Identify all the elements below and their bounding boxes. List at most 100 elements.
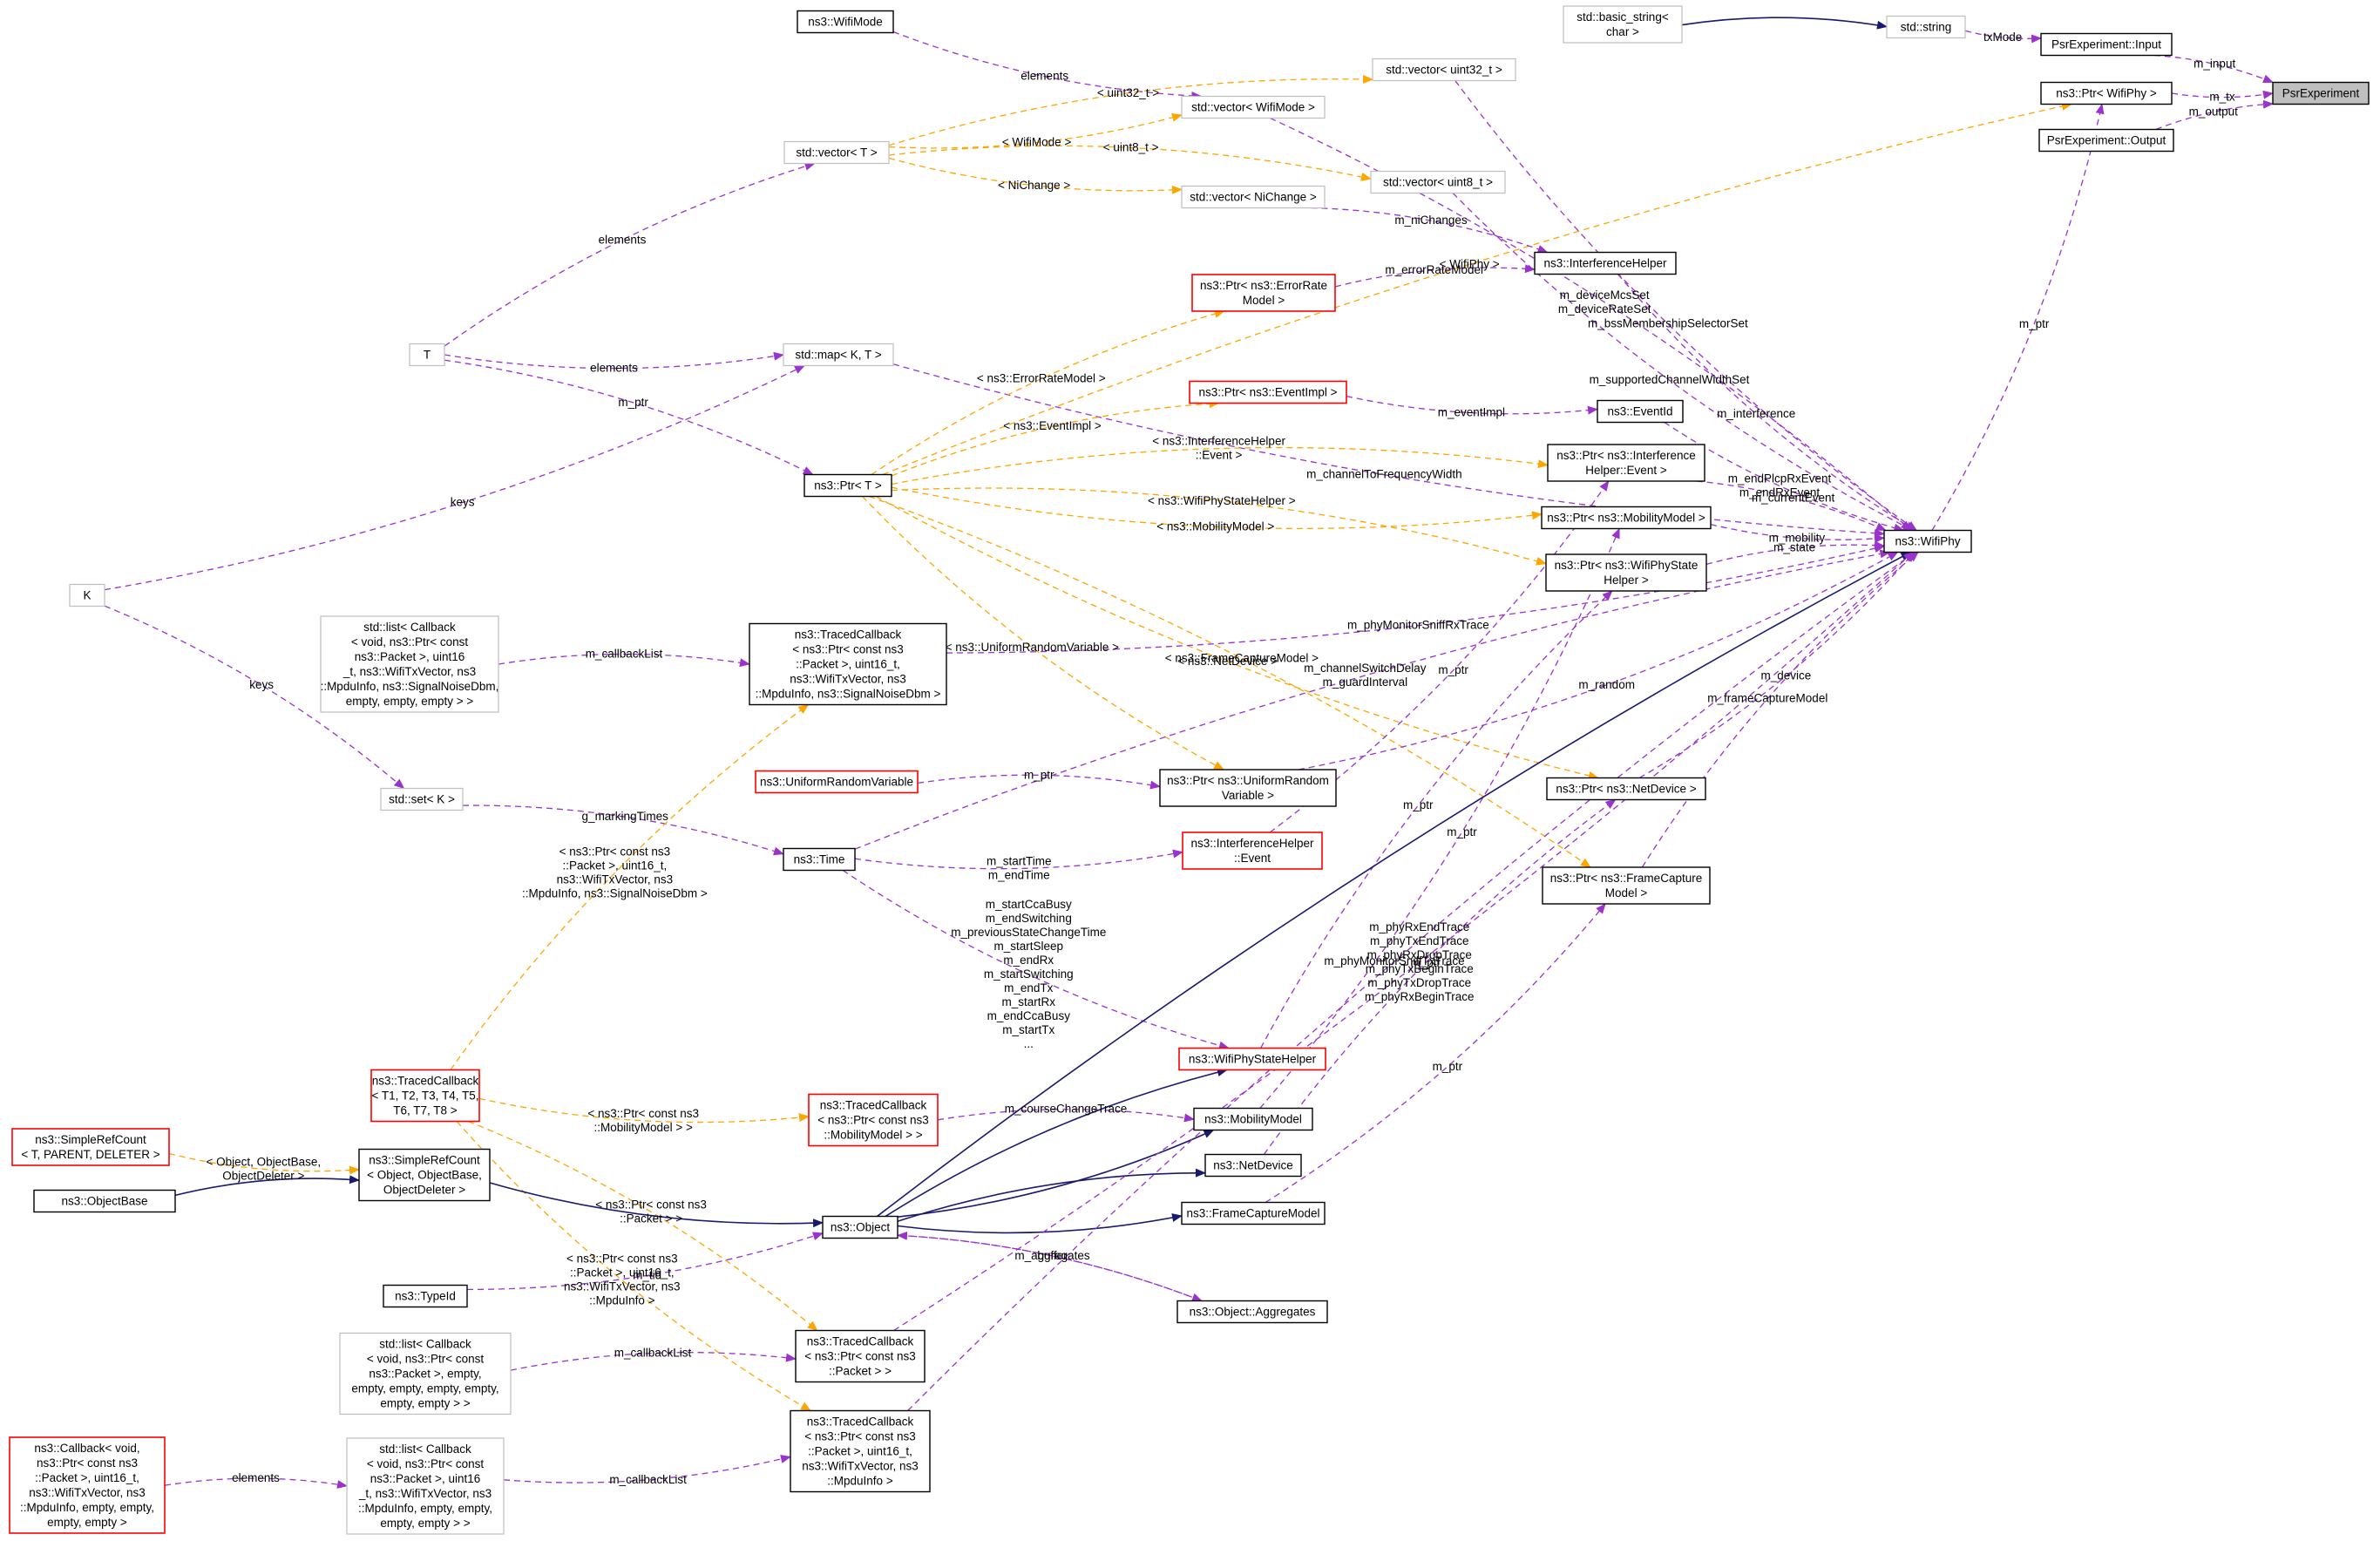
class-node-vecuint8[interactable]: std::vector< uint8_t > (1370, 170, 1506, 194)
class-node-vecnichange[interactable]: std::vector< NiChange > (1181, 185, 1326, 209)
class-name-line: std::set< K > (389, 793, 455, 806)
edge-label-line: m_endTx (1004, 981, 1054, 995)
class-node-ptrwifiphy[interactable]: ns3::Ptr< WifiPhy > (2040, 81, 2173, 105)
class-node-ptrframecap[interactable]: ns3::Ptr< ns3::FrameCaptureModel > (1542, 866, 1711, 905)
class-node-K[interactable]: K (69, 583, 105, 608)
edge-label: < NiChange > (998, 179, 1070, 192)
class-node-ptrstatehelper[interactable]: ns3::Ptr< ns3::WifiPhyStateHelper > (1545, 553, 1707, 592)
class-node-ptrinterfevent[interactable]: ns3::Ptr< ns3::InterferenceHelper::Event… (1547, 444, 1705, 482)
class-name-line: ns3::Packet >, empty, (369, 1368, 481, 1381)
class-node-simplerefobj[interactable]: ns3::SimpleRefCount< Object, ObjectBase,… (358, 1148, 491, 1202)
class-node-basicstring[interactable]: std::basic_string<char > (1563, 5, 1683, 44)
class-node-listcb3[interactable]: std::list< Callback< void, ns3::Ptr< con… (346, 1437, 505, 1535)
class-node-psr[interactable]: PsrExperiment (2272, 81, 2370, 105)
edge-label-line: keys (451, 496, 475, 509)
edge-label: m_channelToFrequencyWidth (1306, 468, 1462, 481)
edge-composition (892, 363, 1885, 538)
class-node-output[interactable]: PsrExperiment::Output (2038, 128, 2174, 153)
edge-composition (1710, 523, 1885, 543)
class-name-line: ns3::Object::Aggregates (1190, 1306, 1316, 1319)
class-box (783, 343, 894, 367)
class-node-ptruniform[interactable]: ns3::Ptr< ns3::UniformRandomVariable > (1159, 769, 1337, 807)
class-node-callbackmpdu[interactable]: ns3::Callback< void,ns3::Ptr< const ns3:… (9, 1436, 166, 1534)
edge-composition (842, 869, 1230, 1050)
class-node-wifimode[interactable]: ns3::WifiMode (797, 10, 894, 34)
class-node-T[interactable]: T (409, 343, 445, 367)
class-node-tcmobility[interactable]: ns3::TracedCallback< ns3::Ptr< const ns3… (808, 1093, 939, 1147)
class-box (2040, 81, 2173, 105)
class-box (1191, 274, 1336, 312)
class-node-statehelper[interactable]: ns3::WifiPhyStateHelper (1178, 1047, 1326, 1071)
class-node-eventid[interactable]: ns3::EventId (1597, 399, 1684, 424)
edge-label-line: m_callbackList (586, 648, 663, 661)
class-name-line: ns3::WifiTxVector, ns3 (29, 1486, 146, 1499)
class-box (33, 1189, 176, 1213)
class-name-line: ns3::Packet >, uint16 (370, 1472, 480, 1485)
class-node-interfevent[interactable]: ns3::InterferenceHelper::Event (1182, 832, 1323, 870)
class-box (1886, 15, 1966, 39)
class-node-framecap[interactable]: ns3::FrameCaptureModel (1181, 1201, 1326, 1225)
class-box (795, 1329, 926, 1383)
edge-inheritance (897, 1168, 1206, 1222)
class-node-aggregates[interactable]: ns3::Object::Aggregates (1176, 1300, 1328, 1324)
class-node-netdevice[interactable]: ns3::NetDevice (1204, 1153, 1302, 1178)
edge-composition (1334, 264, 1536, 288)
class-node-vecwifimode[interactable]: std::vector< WifiMode > (1181, 95, 1326, 119)
edge-template (871, 309, 1225, 476)
class-name-line: < ns3::Ptr< const ns3 (804, 1430, 916, 1443)
class-node-stdstring[interactable]: std::string (1886, 15, 1966, 39)
class-node-setK[interactable]: std::set< K > (380, 787, 464, 811)
edge-template (891, 487, 1547, 566)
edge-template (467, 1120, 818, 1332)
class-box (346, 1437, 505, 1535)
edge-label: m_output (2189, 105, 2239, 118)
class-node-object[interactable]: ns3::Object (822, 1215, 898, 1239)
edge-composition (946, 544, 1885, 654)
class-node-listcb2[interactable]: std::list< Callback< void, ns3::Ptr< con… (339, 1332, 512, 1415)
class-node-ptrT[interactable]: ns3::Ptr< T > (804, 473, 892, 498)
class-node-simplerefcount[interactable]: ns3::SimpleRefCount< T, PARENT, DELETER … (11, 1128, 170, 1166)
edge-label-line: m_startCcaBusy (986, 898, 1072, 911)
class-name-line: ns3::Ptr< ns3::UniformRandom (1167, 774, 1329, 787)
edge-composition (907, 551, 1916, 1411)
class-node-wifiphy[interactable]: ns3::WifiPhy (1883, 529, 1972, 553)
class-node-listcb1[interactable]: std::list< Callback< void, ns3::Ptr< con… (320, 615, 499, 713)
class-box (783, 847, 856, 872)
edge-label-line: elements (1020, 70, 1068, 83)
edge-label-line: m_ptr (1438, 663, 1468, 676)
class-node-tcpacket[interactable]: ns3::TracedCallback< ns3::Ptr< const ns3… (795, 1329, 926, 1383)
class-node-vecT[interactable]: std::vector< T > (783, 140, 890, 165)
class-name-line: ::Packet > > (829, 1365, 892, 1378)
class-name-line: ns3::WifiPhy (1895, 535, 1960, 548)
class-node-typeid[interactable]: ns3::TypeId (383, 1284, 468, 1308)
class-name-line: ::Packet >, uint16_t, (35, 1471, 139, 1484)
edge-label: < ns3::NetDevice > (1177, 655, 1278, 668)
class-node-vecuint32[interactable]: std::vector< uint32_t > (1372, 58, 1516, 82)
class-node-ptrerrmodel[interactable]: ns3::Ptr< ns3::ErrorRateModel > (1191, 274, 1336, 312)
edge-label-line: < ns3::EventImpl > (1003, 419, 1102, 432)
class-node-interfhelper[interactable]: ns3::InterferenceHelper (1534, 251, 1677, 275)
edge-template (869, 495, 1591, 868)
class-node-ptrnetdevice[interactable]: ns3::Ptr< ns3::NetDevice > (1546, 777, 1706, 801)
class-node-tcsignal[interactable]: ns3::TracedCallback< ns3::Ptr< const ns3… (749, 622, 947, 706)
class-node-objectbase[interactable]: ns3::ObjectBase (33, 1189, 176, 1213)
class-node-tcgeneric[interactable]: ns3::TracedCallback< T1, T2, T3, T4, T5,… (370, 1069, 480, 1123)
class-node-ptreventimpl[interactable]: ns3::Ptr< ns3::EventImpl > (1189, 380, 1347, 404)
class-node-uniformrv[interactable]: ns3::UniformRandomVariable (755, 770, 919, 794)
class-name-line: ::Packet >, uint16_t, (808, 1445, 912, 1458)
class-node-tcmpdu[interactable]: ns3::TracedCallback< ns3::Ptr< const ns3… (790, 1409, 931, 1493)
edge-label: m_phyMonitorSniffTxTrace (1324, 954, 1464, 967)
class-name-line: T (424, 349, 431, 362)
class-node-ptrmobility[interactable]: ns3::Ptr< ns3::MobilityModel > (1541, 506, 1712, 530)
class-node-time[interactable]: ns3::Time (783, 847, 856, 872)
edge-label-line: m_deviceMcsSet (1560, 289, 1650, 302)
class-name-line: ns3::ObjectBase (61, 1195, 147, 1208)
edge-template (478, 1097, 810, 1124)
edge-label-line: ::Event > (1196, 449, 1243, 462)
edge-label: < WifiMode > (1002, 136, 1072, 149)
edge-composition (854, 549, 1891, 850)
edge-label: m_ptr (1438, 663, 1468, 676)
class-node-input[interactable]: PsrExperiment::Input (2040, 32, 2173, 57)
class-node-mapKT[interactable]: std::map< K, T > (783, 343, 894, 367)
class-node-mobility[interactable]: ns3::MobilityModel (1193, 1107, 1313, 1131)
